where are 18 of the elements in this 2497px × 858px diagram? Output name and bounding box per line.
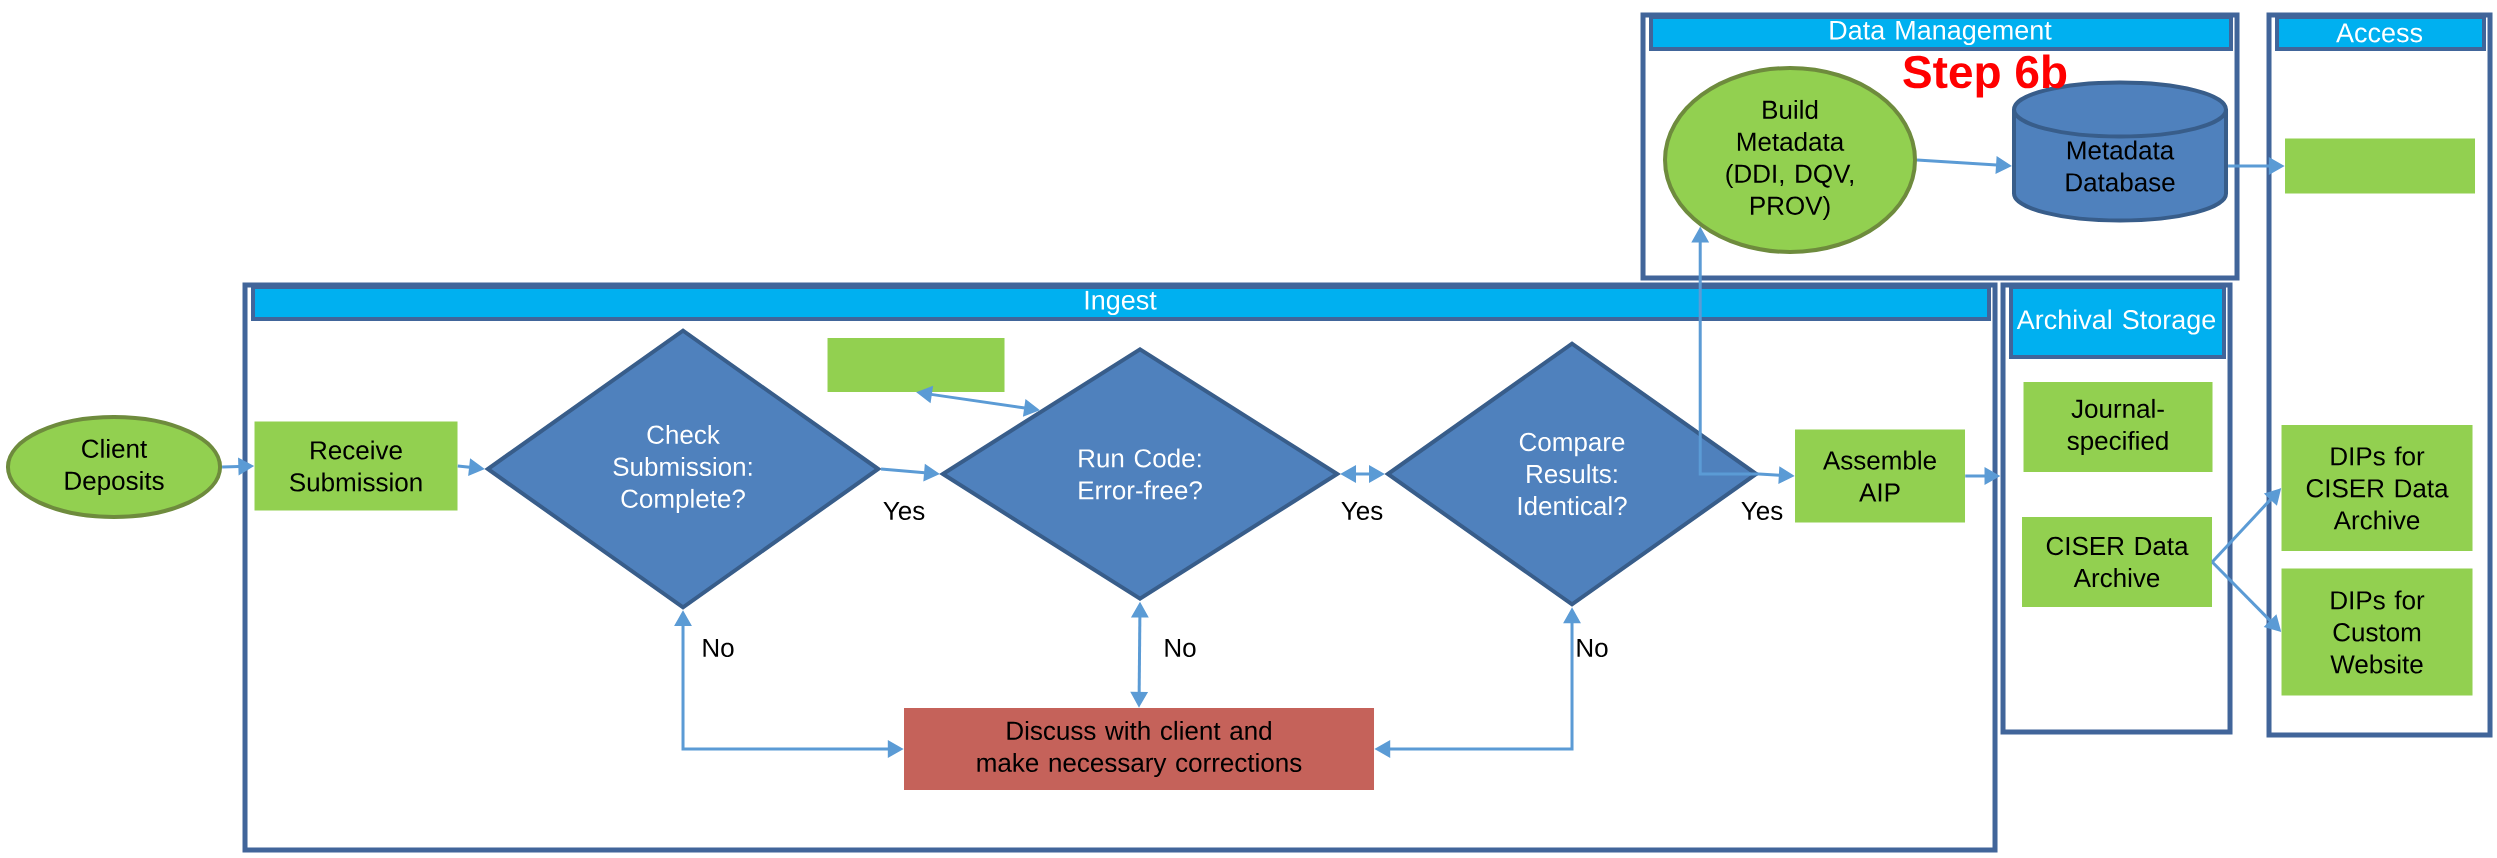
edge-label: Yes bbox=[881, 500, 927, 522]
process-box: Discuss with client and make necessary corrections bbox=[904, 708, 1374, 790]
empty-box bbox=[827, 338, 1005, 392]
lane-title: Data Management bbox=[1830, 20, 2052, 46]
process-box: CISER Data Archive bbox=[2022, 517, 2212, 607]
process-box: Journal-specified bbox=[2023, 382, 2213, 472]
lane-title: Ingest bbox=[1085, 290, 1157, 316]
empty-box bbox=[2285, 138, 2475, 194]
edge-label: No bbox=[1574, 637, 1610, 659]
process-box: DIPs for Custom Website bbox=[2281, 568, 2473, 696]
lane-title: Archival Storage bbox=[2016, 309, 2216, 335]
process-box: DIPs for CISER Data Archive bbox=[2281, 425, 2473, 551]
edge-label: Yes bbox=[1339, 500, 1385, 522]
lane-title: Access bbox=[2336, 23, 2423, 43]
edge-label: No bbox=[700, 637, 736, 659]
edge-label: No bbox=[1162, 637, 1198, 659]
process-box: Receive Submission bbox=[254, 421, 458, 511]
process-box: Assemble AIP bbox=[1795, 429, 1965, 523]
